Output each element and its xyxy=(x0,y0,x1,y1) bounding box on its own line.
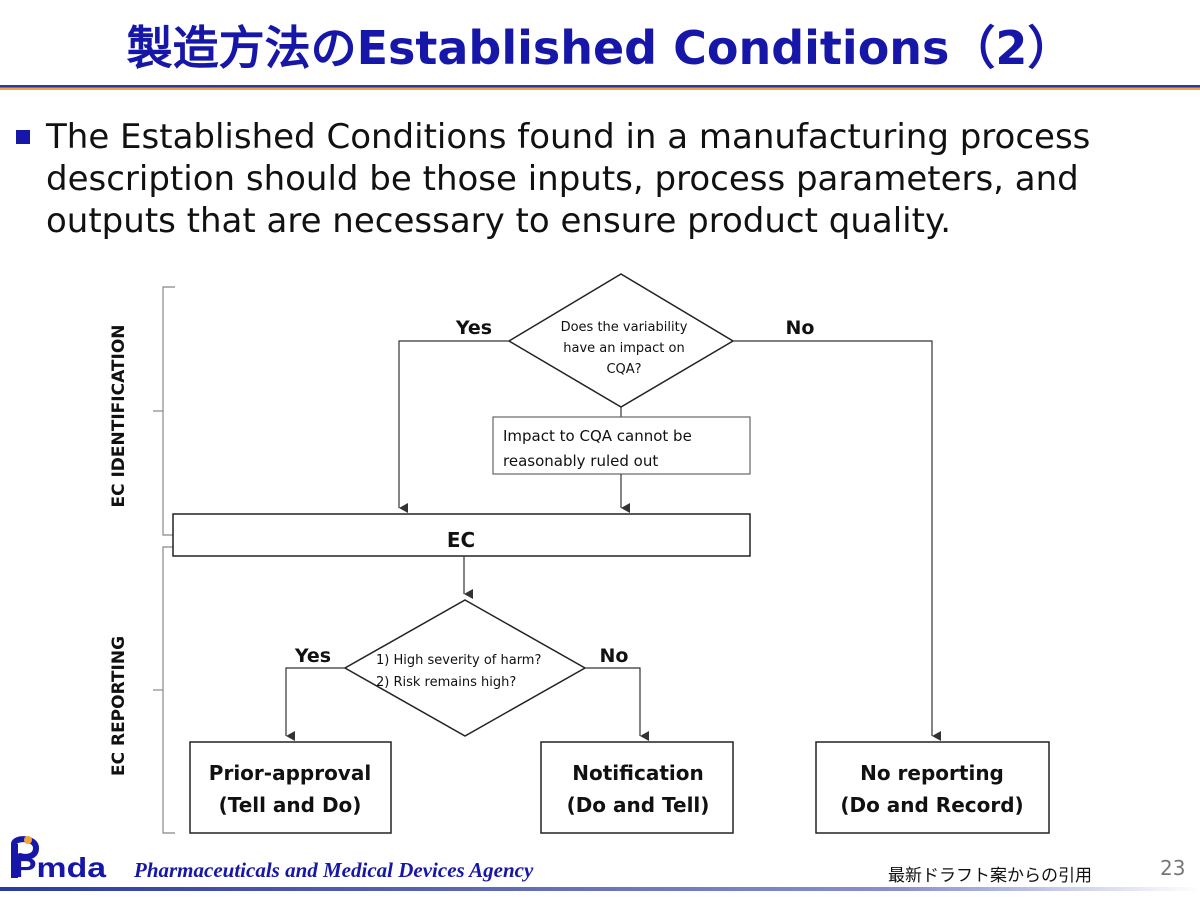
notification-line2: (Do and Tell) xyxy=(567,793,710,817)
ec-reporting-label: EC REPORTING xyxy=(109,636,129,776)
notification-box xyxy=(540,741,734,834)
no-reporting-line1: No reporting xyxy=(860,761,1004,785)
impact-line2: reasonably ruled out xyxy=(503,452,658,470)
prior-approval-line1: Prior-approval xyxy=(209,761,371,785)
impact-box xyxy=(492,416,751,475)
prior-approval-line2: (Tell and Do) xyxy=(219,793,362,817)
impact-line1: Impact to CQA cannot be xyxy=(503,427,692,445)
citation-note: 最新ドラフト案からの引用 xyxy=(888,866,1092,886)
decision1-line2: have an impact on xyxy=(563,341,684,356)
agency-name: Pharmaceuticals and Medical Devices Agen… xyxy=(134,858,534,882)
bullet-text: The Established Conditions found in a ma… xyxy=(46,117,1091,241)
ec-box xyxy=(172,513,751,557)
prior-approval-box xyxy=(189,741,392,834)
title-rule xyxy=(0,85,1200,90)
decision1-yes-label: Yes xyxy=(455,317,492,339)
pmda-logo: Pmda xyxy=(11,836,107,883)
decision2-no-label: No xyxy=(600,645,629,667)
decision2-line2: 2) Risk remains high? xyxy=(376,675,516,690)
decision-severity-diamond xyxy=(343,599,587,737)
decision1-line3: CQA? xyxy=(606,362,641,377)
decision1-no-label: No xyxy=(786,317,815,339)
decision2-yes-connector xyxy=(285,667,345,741)
decision2-line1: 1) High severity of harm? xyxy=(376,653,541,668)
decision2-no-connector xyxy=(585,667,649,741)
slide-title: 製造方法のEstablished Conditions（2） xyxy=(126,21,1074,75)
ec-identification-label: EC IDENTIFICATION xyxy=(109,324,129,507)
reporting-bracket xyxy=(153,546,175,834)
decision1-yes-connector xyxy=(398,340,509,513)
notification-line1: Notification xyxy=(572,761,703,785)
decision1-no-connector xyxy=(733,340,941,741)
ec-box-label: EC xyxy=(447,528,475,552)
identification-bracket xyxy=(153,286,175,536)
pmda-logo-text: Pmda xyxy=(14,852,107,883)
footer-rule xyxy=(0,887,1200,891)
no-reporting-box xyxy=(815,741,1050,834)
square-bullet-icon xyxy=(16,130,30,144)
decision1-line1: Does the variability xyxy=(561,320,688,335)
no-reporting-line2: (Do and Record) xyxy=(840,793,1023,817)
decision2-yes-label: Yes xyxy=(294,645,331,667)
page-number: 23 xyxy=(1160,856,1186,880)
